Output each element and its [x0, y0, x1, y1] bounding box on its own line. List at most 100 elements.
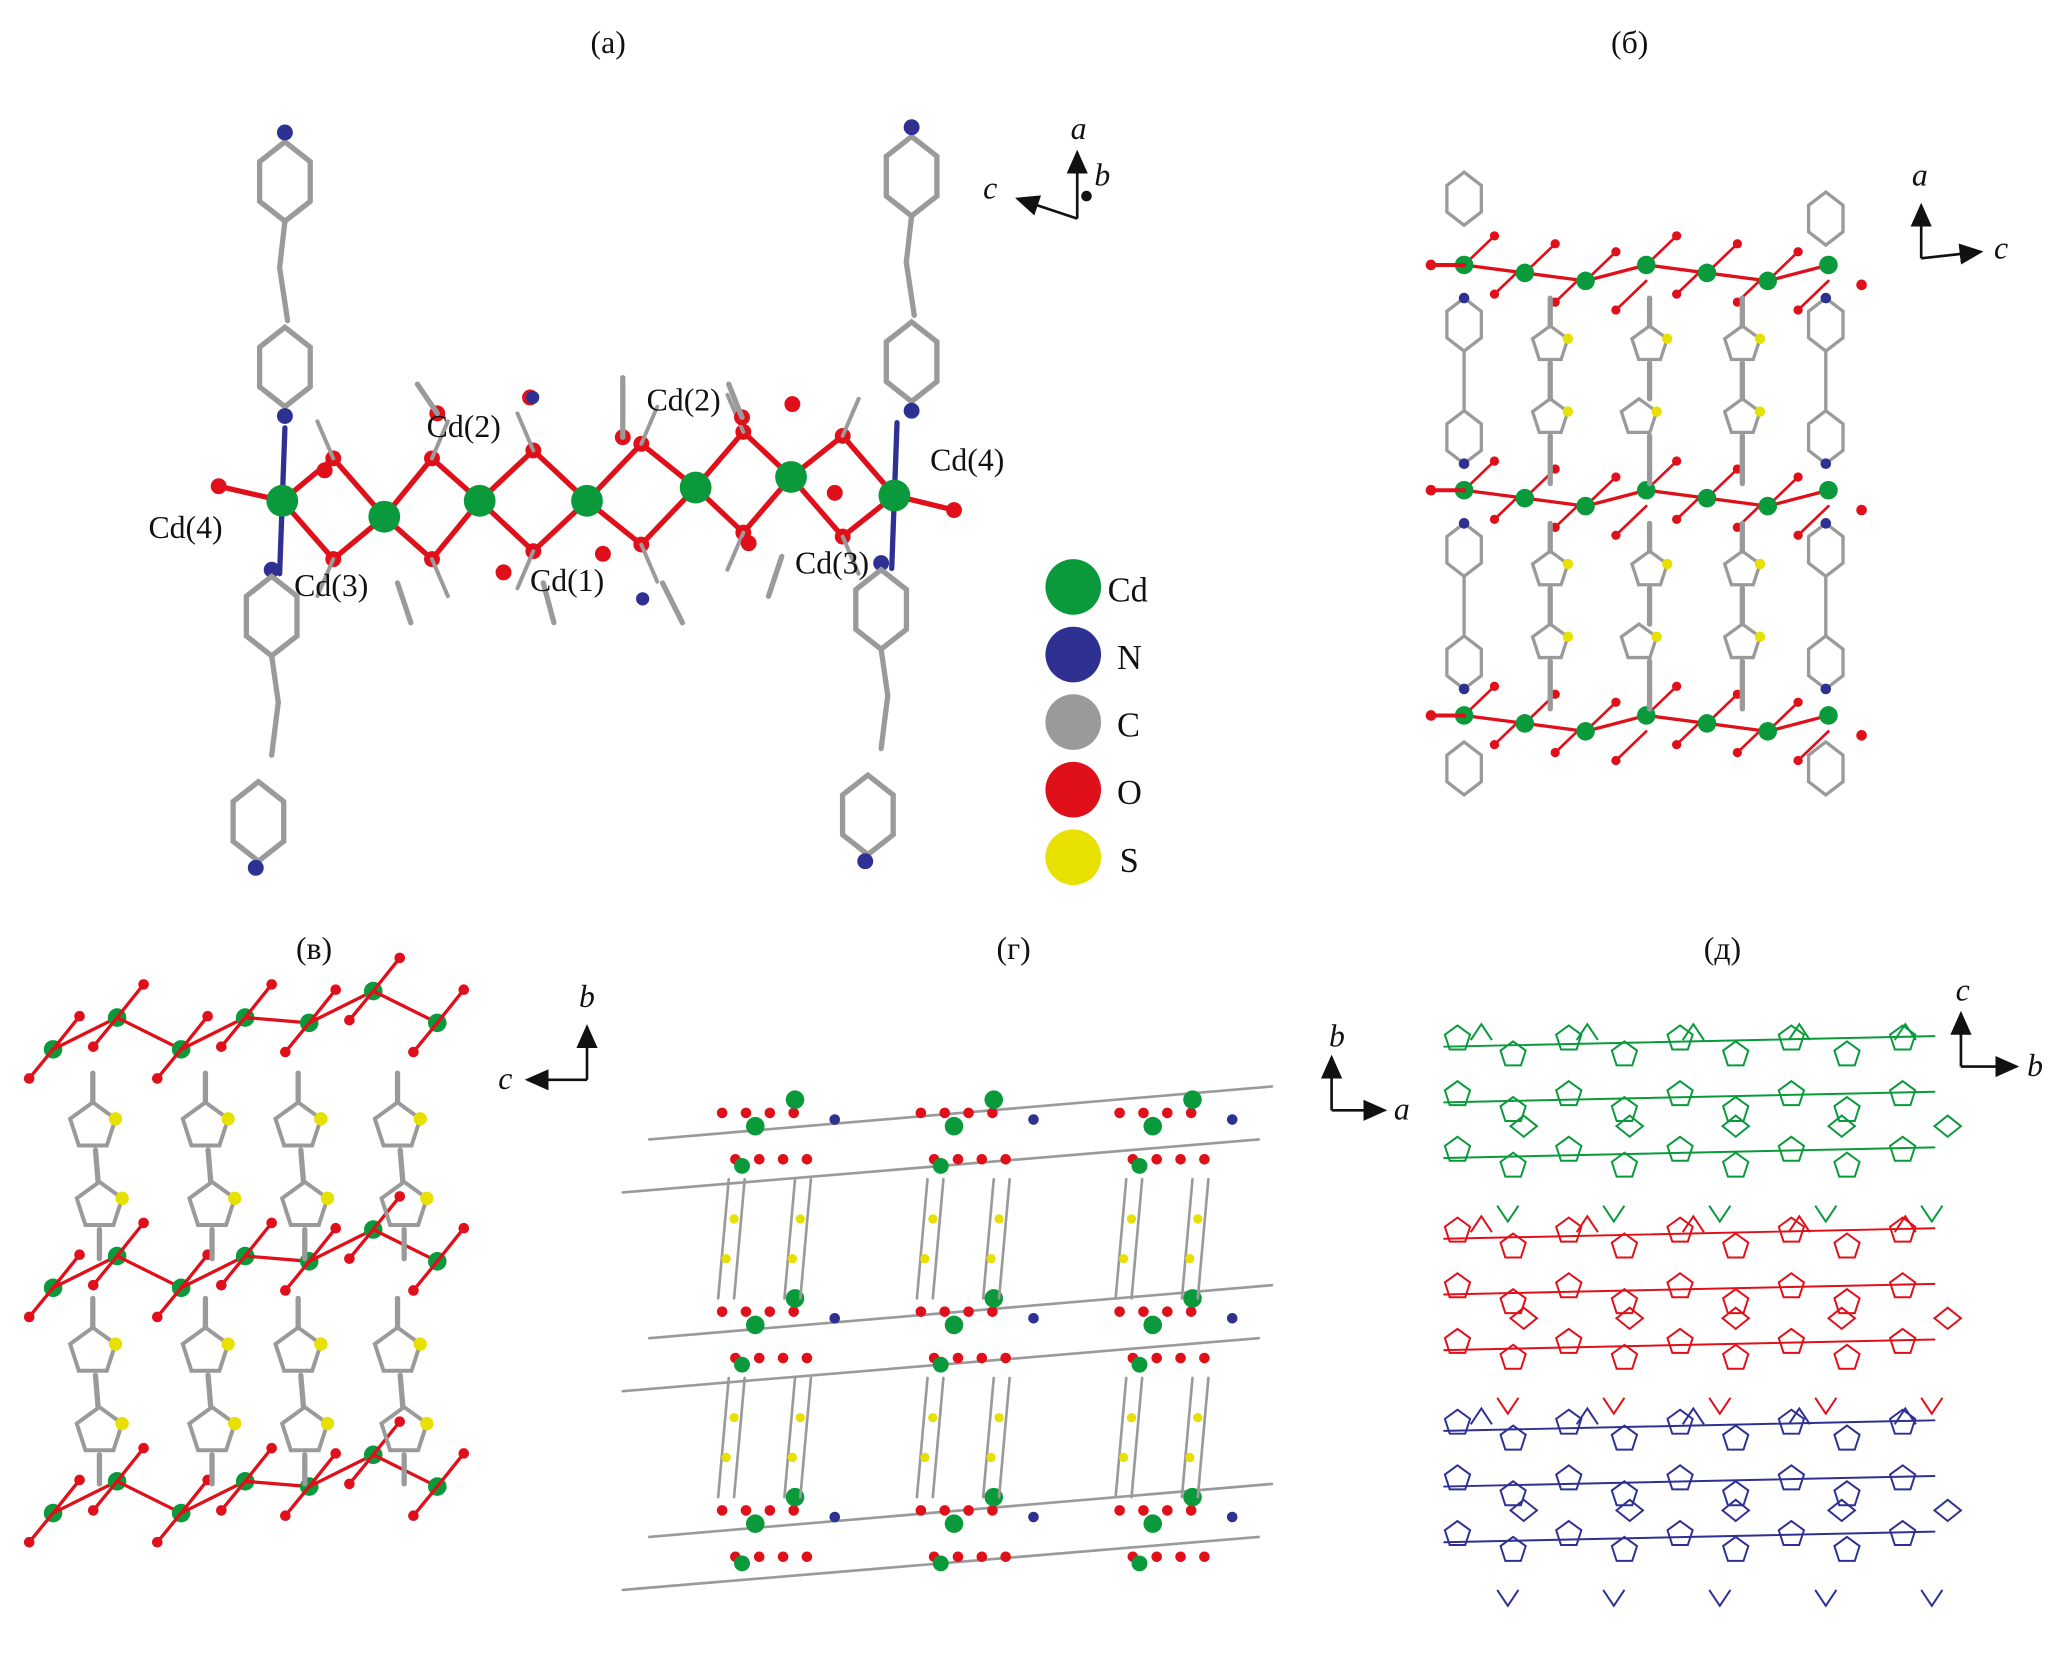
- bond: [798, 1376, 813, 1499]
- bond: [997, 1177, 1011, 1300]
- o-atom: [1175, 1154, 1186, 1165]
- bond: [179, 1479, 247, 1515]
- ring: [1445, 408, 1483, 466]
- s-atom: [1562, 406, 1574, 417]
- o-atom: [788, 1107, 799, 1119]
- o-atom: [915, 1306, 927, 1317]
- thiophene-ring: [1721, 1232, 1750, 1259]
- thiophene-ring: [180, 1325, 231, 1373]
- s-atom: [314, 1112, 328, 1126]
- ring: [1445, 633, 1483, 692]
- bond: [732, 1177, 746, 1300]
- cd-atom: [734, 1356, 750, 1373]
- thiophene-ring: [1777, 1327, 1806, 1354]
- thiophene-ring: [1610, 1535, 1639, 1562]
- o-atom: [1162, 1306, 1173, 1317]
- ring: [1445, 170, 1483, 228]
- s-atom: [1754, 558, 1766, 570]
- thiophene-ring: [1888, 1024, 1917, 1051]
- bond: [51, 1479, 119, 1515]
- thiophene-ring: [1777, 1079, 1806, 1107]
- s-atom: [1118, 1254, 1129, 1264]
- n-atom: [903, 402, 920, 419]
- cluster: [1681, 1406, 1751, 1608]
- thiophene-ring: [1554, 1079, 1583, 1107]
- thiophene-ring: [1499, 1343, 1527, 1370]
- thiophene-ring: [279, 1404, 330, 1453]
- bond: [397, 1147, 406, 1185]
- cd-atom: [932, 1356, 949, 1373]
- s-atom: [986, 1452, 996, 1463]
- bond: [429, 419, 450, 461]
- thiophene-ring: [1833, 1040, 1861, 1067]
- o-atom: [316, 462, 333, 479]
- bond: [1443, 1146, 1936, 1159]
- bond: [219, 1015, 247, 1049]
- n-atom: [1820, 292, 1832, 304]
- cd-atom: [1183, 1090, 1202, 1109]
- thiophene-ring: [1721, 1535, 1750, 1562]
- bond: [179, 1014, 210, 1051]
- o-atom: [987, 1107, 998, 1119]
- bond: [371, 956, 402, 993]
- s-atom: [1193, 1214, 1203, 1224]
- bond: [91, 1254, 119, 1287]
- cd-atom: [745, 1315, 765, 1335]
- bond: [1443, 1530, 1936, 1544]
- thiophene-ring: [1888, 1519, 1917, 1546]
- bond: [179, 1253, 210, 1290]
- bond: [903, 213, 915, 265]
- cd-atom: [1758, 722, 1778, 741]
- thiophene-ring: [1630, 549, 1670, 587]
- thiophene-ring: [1666, 1024, 1694, 1051]
- cluster: [1681, 1022, 1751, 1224]
- bond: [1796, 504, 1830, 537]
- s-atom: [1754, 631, 1766, 643]
- thiophene-ring: [1443, 1327, 1472, 1354]
- s-atom: [920, 1254, 930, 1264]
- cluster: [1575, 1214, 1645, 1416]
- cd-atom: [1515, 263, 1535, 283]
- cluster: [1893, 1406, 1963, 1608]
- o-atom: [1138, 1505, 1149, 1516]
- s-atom: [228, 1416, 242, 1431]
- s-atom: [413, 1112, 427, 1126]
- o-atom: [939, 1306, 951, 1317]
- cd-atom: [1576, 722, 1595, 741]
- bond: [276, 218, 288, 271]
- bond: [981, 1376, 996, 1499]
- bond: [1705, 496, 1770, 508]
- s-atom: [994, 1413, 1004, 1423]
- s-atom: [420, 1416, 434, 1431]
- n-atom: [1028, 1312, 1039, 1324]
- o-atom: [1199, 1154, 1210, 1165]
- o-atom: [1151, 1154, 1163, 1165]
- o-atom: [1856, 504, 1867, 516]
- o-atom: [1138, 1107, 1149, 1119]
- s-atom: [795, 1413, 805, 1423]
- o-atom: [963, 1505, 974, 1516]
- s-atom: [228, 1191, 242, 1205]
- bond: [1443, 1090, 1936, 1104]
- bond: [307, 1451, 338, 1489]
- s-atom: [320, 1416, 335, 1431]
- s-atom: [1651, 631, 1662, 643]
- thiophene-ring: [1499, 1424, 1527, 1451]
- s-atom: [729, 1413, 739, 1423]
- cd-atom: [932, 1555, 949, 1572]
- cd-atom: [944, 1315, 964, 1335]
- o-atom: [1199, 1551, 1210, 1563]
- cd-atom: [984, 1090, 1004, 1109]
- bond: [243, 1479, 311, 1489]
- svg-text:S: S: [1120, 842, 1139, 880]
- panel-b-title: (б): [1611, 25, 1648, 60]
- o-atom: [1162, 1107, 1173, 1119]
- bond: [725, 530, 746, 572]
- svg-text:O: O: [1117, 774, 1142, 812]
- bond: [414, 381, 440, 417]
- bond: [115, 1015, 183, 1051]
- thiophene-ring: [1554, 1408, 1583, 1435]
- n-atom: [636, 592, 650, 606]
- thiophene-ring: [1666, 1216, 1694, 1243]
- bond: [1766, 713, 1831, 734]
